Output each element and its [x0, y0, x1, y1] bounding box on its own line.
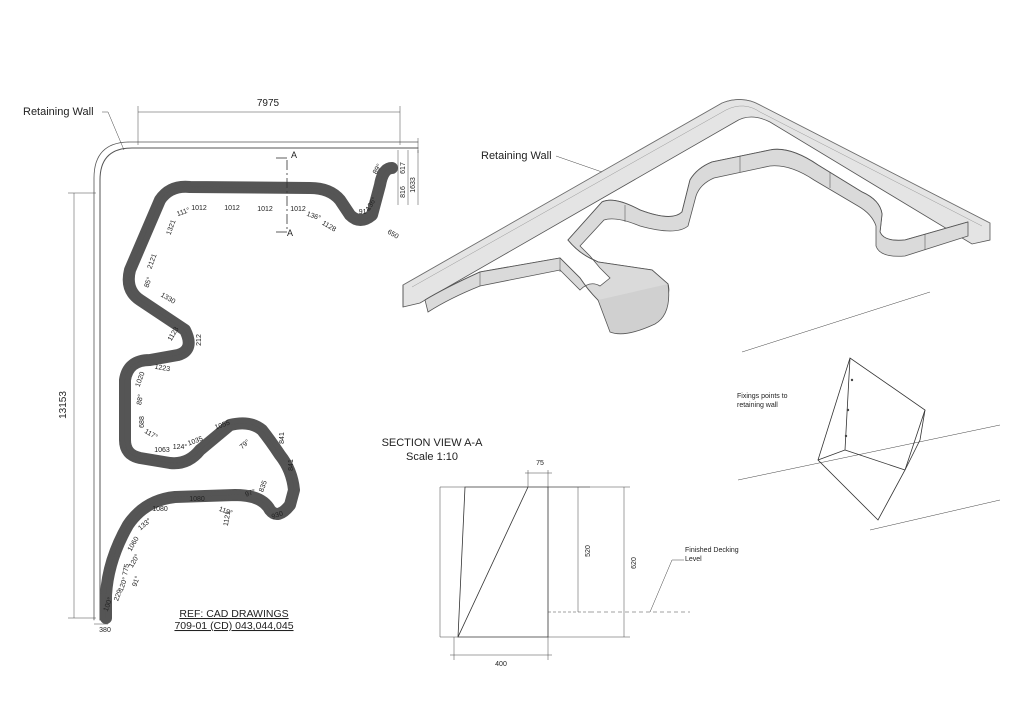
segment-dim: 1330 — [159, 292, 176, 306]
plan-width-label: 7975 — [257, 98, 280, 109]
decking-label-1: Finished Decking — [685, 547, 739, 554]
section-marker-top: A — [291, 150, 297, 160]
iso-retaining-wall-label: Retaining Wall — [481, 150, 552, 162]
segment-dim: 1020 — [135, 371, 147, 388]
section-title: SECTION VIEW A-A — [382, 437, 484, 449]
ref-line-2: 709-01 (CD) 043,044,045 — [174, 620, 293, 632]
ref-line-1: REF: CAD DRAWINGS — [179, 608, 288, 620]
segment-dim: 229 — [113, 589, 124, 602]
isometric-view: Retaining Wall — [402, 99, 991, 335]
segment-dim: 79° — [238, 438, 251, 451]
section-view: SECTION VIEW A-A Scale 1:10 75 520 620 F… — [382, 437, 739, 668]
plan-retaining-wall — [99, 147, 419, 621]
plan-bottom-dim: 380 — [99, 627, 111, 634]
plan-right-dims: 617 816 1633 — [397, 150, 419, 205]
section-dim-top: 75 — [536, 460, 544, 467]
plan-width-dimension: 7975 — [137, 98, 401, 145]
segment-dim: 1055 — [214, 420, 231, 432]
segment-dim: 120° — [127, 553, 141, 570]
segment-dim: 835 — [258, 480, 269, 493]
segment-dim: 930 — [271, 510, 284, 521]
plan-planter-wall-inner — [101, 163, 397, 623]
segment-dim: 841 — [288, 459, 295, 471]
section-marker-bottom: A — [287, 228, 293, 238]
plan-right-dim-3: 1633 — [410, 177, 417, 193]
segment-dim: 1063 — [154, 447, 170, 454]
segment-dim: 1121 — [223, 511, 233, 527]
section-dim-620: 620 — [631, 557, 638, 569]
segment-dim: 1321 — [166, 219, 178, 236]
segment-dim: 111° — [176, 206, 192, 218]
segment-dim: 1035 — [187, 436, 204, 448]
segment-dim: 136° — [306, 210, 323, 223]
segment-dim: 1080 — [189, 496, 205, 503]
segment-dim: 212 — [196, 334, 203, 346]
segment-dim: 688 — [139, 416, 146, 428]
segment-dim: 1012 — [257, 206, 273, 213]
section-cut-markers: A A — [276, 150, 297, 238]
decking-label-2: Level — [685, 556, 702, 563]
segment-dim: 1012 — [191, 205, 207, 212]
plan-view: 7975 13153 380 617 816 1633 A A — [23, 98, 419, 634]
segment-dim: 775 — [122, 563, 131, 576]
plan-height-dimension: 13153 — [58, 192, 96, 619]
plan-height-label: 13153 — [58, 391, 69, 419]
fixings-label-2: retaining wall — [737, 402, 778, 409]
segment-dim: 2121 — [147, 253, 159, 270]
plan-right-dim-2: 816 — [400, 186, 407, 198]
segment-dim: 85° — [143, 276, 154, 289]
segment-dim: 88° — [135, 394, 145, 406]
section-dim-520: 520 — [585, 545, 592, 557]
plan-right-dim-1: 617 — [400, 162, 407, 174]
segment-dim: 117° — [143, 427, 159, 441]
segment-dim: 1080 — [152, 506, 168, 513]
segment-dim: 1223 — [154, 364, 171, 374]
segment-dim: 1060 — [127, 536, 141, 553]
segment-dim: 841 — [279, 432, 286, 444]
section-scale: Scale 1:10 — [406, 451, 458, 463]
segment-dim: 650 — [386, 229, 400, 241]
segment-dim: 124° — [173, 443, 188, 451]
section-profile — [457, 486, 549, 638]
segment-dim: 1012 — [290, 206, 306, 213]
segment-dim: 97° — [244, 487, 257, 498]
section-dim-400: 400 — [495, 661, 507, 668]
segment-dim: 1123 — [167, 326, 181, 343]
segment-dim: 91° — [359, 208, 370, 216]
segment-dim: 1012 — [224, 205, 240, 212]
segment-dim: 1128 — [320, 220, 337, 234]
segment-dim: 91° — [131, 575, 142, 588]
fixings-label-1: Fixings points to — [737, 393, 788, 400]
plan-retaining-wall-label: Retaining Wall — [23, 106, 94, 118]
plan-retaining-wall-inner — [93, 141, 419, 621]
detail-view: Fixings points to retaining wall — [737, 291, 1001, 531]
